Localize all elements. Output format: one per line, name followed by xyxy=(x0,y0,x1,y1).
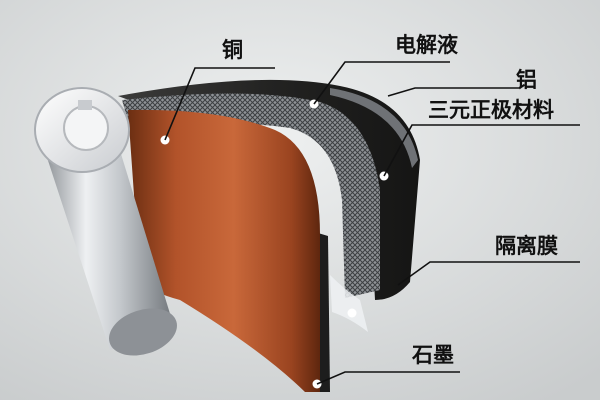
label-aluminum: 铝 xyxy=(516,68,537,92)
label-graphite: 石墨 xyxy=(412,343,454,367)
cylinder-body xyxy=(38,118,175,350)
cylinder-bottom xyxy=(109,308,177,356)
aluminum-layer xyxy=(330,88,418,168)
copper-layer xyxy=(128,109,320,392)
leader-line-aluminum xyxy=(387,87,520,97)
leader-line-graphite xyxy=(316,371,460,385)
cap-notch xyxy=(78,100,92,110)
leader-line-copper xyxy=(164,67,275,141)
separator-layer xyxy=(330,275,368,332)
leader-line-separator xyxy=(397,261,580,286)
label-cathode: 三元正极材料 xyxy=(428,98,554,122)
cap-center xyxy=(63,105,109,151)
leader-line-cathode xyxy=(383,124,580,177)
label-separator: 隔离膜 xyxy=(495,234,558,258)
marker-separator xyxy=(347,308,357,318)
label-copper: 铜 xyxy=(222,38,243,62)
label-electrolyte: 电解液 xyxy=(395,33,458,57)
leader-line-electrolyte xyxy=(313,61,450,105)
